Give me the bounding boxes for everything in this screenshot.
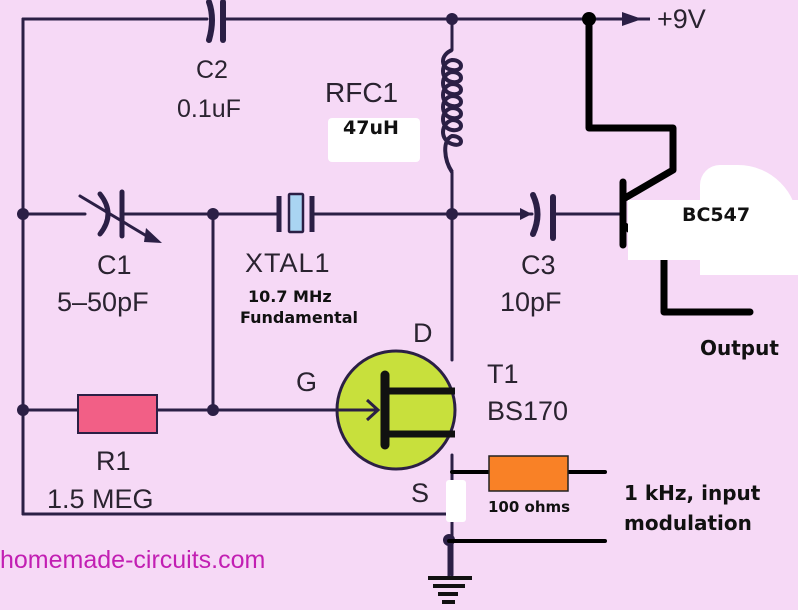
c3-value-label: 10pF xyxy=(500,287,562,317)
label-patch-source xyxy=(446,480,466,522)
c1-ref-label: C1 xyxy=(97,250,132,280)
modulation-label-line2: modulation xyxy=(624,511,752,535)
capacitor-c3 xyxy=(530,192,556,241)
t1-part-label: BS170 xyxy=(487,396,569,426)
mosfet-t1 xyxy=(322,349,457,471)
c3-ref-label: C3 xyxy=(521,250,556,280)
label-patch-rfc xyxy=(328,118,420,162)
r1-value-label: 1.5 MEG xyxy=(47,484,154,514)
xtal1-mode-label: Fundamental xyxy=(240,308,359,327)
inductor-rfc1 xyxy=(441,48,463,174)
supply-label: +9V xyxy=(657,4,706,34)
mosfet-drain-label: D xyxy=(413,318,433,348)
c1-value-label: 5–50pF xyxy=(57,287,149,317)
xtal1-ref-label: XTAL1 xyxy=(245,248,331,278)
rfc1-value-label: 47uH xyxy=(343,117,399,139)
c2-value-label: 0.1uF xyxy=(177,95,241,123)
variable-capacitor-c1 xyxy=(78,189,152,240)
bc547-label: BC547 xyxy=(682,204,751,226)
crystal-xtal1 xyxy=(276,192,315,234)
modulation-label-line1: 1 kHz, input xyxy=(624,481,761,505)
r1-ref-label: R1 xyxy=(96,446,131,476)
mosfet-source-label: S xyxy=(411,478,430,508)
xtal1-freq-label: 10.7 MHz xyxy=(248,287,332,306)
resistor-r2 xyxy=(488,455,569,492)
output-label: Output xyxy=(700,336,779,360)
label-patch-bc547-2 xyxy=(628,200,798,260)
c2-ref-label: C2 xyxy=(196,56,228,84)
c3-arrow-icon xyxy=(520,208,532,220)
rfc1-ref-label: RFC1 xyxy=(325,77,399,108)
t1-ref-label: T1 xyxy=(487,359,519,389)
resistor-r1 xyxy=(77,394,158,434)
capacitor-c2 xyxy=(206,0,226,43)
r2-value-label: 100 ohms xyxy=(488,498,571,516)
mosfet-gate-label: G xyxy=(296,367,318,397)
c1-adjust-arrow-icon xyxy=(144,228,162,243)
ground-icon xyxy=(428,576,472,604)
watermark: homemade-circuits.com xyxy=(0,546,266,574)
